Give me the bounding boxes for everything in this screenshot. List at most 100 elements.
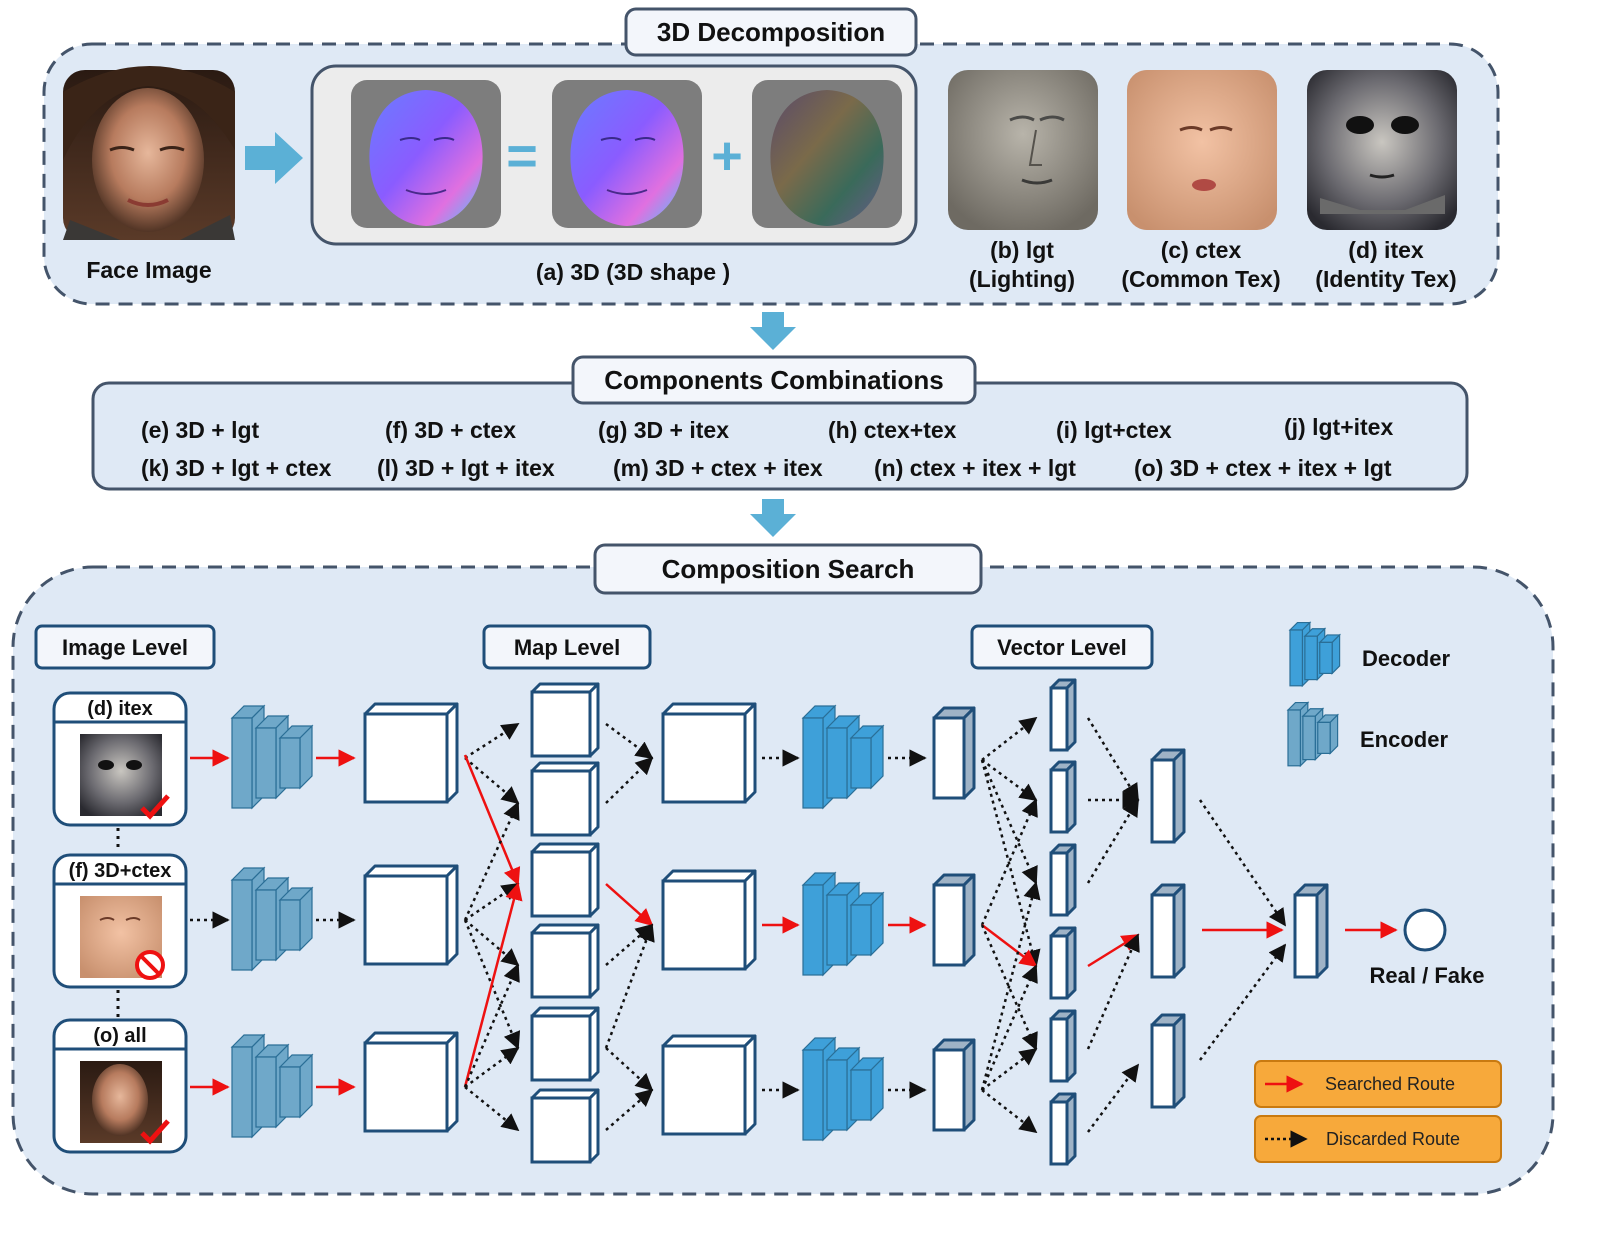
plus-sign: +: [711, 126, 743, 186]
searched-route-arrow: [605, 883, 654, 927]
identity-label-2: (Identity Tex): [1315, 266, 1456, 292]
aggregate-column: [1150, 883, 1186, 979]
vector-column: [1049, 760, 1077, 834]
image-level-box: [34, 624, 216, 670]
face-image: [63, 66, 235, 240]
combo-o: (o) 3D + ctex + itex + lgt: [1134, 455, 1392, 481]
common-texture: [1127, 70, 1277, 230]
encoder-legend-label: Encoder: [1360, 727, 1448, 752]
searched-route-label: Searched Route: [1325, 1074, 1455, 1094]
aggregate-column: [1150, 1013, 1186, 1109]
combo-m: (m) 3D + ctex + itex: [613, 455, 823, 481]
lighting-texture: [948, 70, 1098, 230]
map-level-label: Map Level: [514, 635, 620, 660]
discarded-route-legend: [1254, 1115, 1502, 1163]
search-network: [190, 678, 1398, 1166]
down-arrow-1: [750, 312, 796, 350]
vector-level-box: [970, 624, 1154, 670]
shape-caption: (a) 3D (3D shape ): [536, 259, 730, 285]
discarded-route-arrow: [464, 919, 520, 967]
encoder-block: [230, 866, 314, 972]
identity-label-1: (d) itex: [1348, 237, 1424, 263]
discarded-route-arrow: [981, 758, 1038, 802]
discarded-route-arrow: [463, 963, 520, 1088]
vector-column: [1049, 1009, 1077, 1083]
check-icon: [140, 794, 170, 820]
decoder-block: [801, 704, 885, 810]
input-label-3d-ctex: (f) 3D+ctex: [69, 860, 172, 882]
combo-k: (k) 3D + lgt + ctex: [141, 455, 332, 481]
discarded-route-arrow: [605, 1088, 654, 1131]
input-card-all: [52, 1018, 188, 1154]
discarded-route-arrow: [1086, 798, 1140, 884]
searched-route-arrow: [981, 924, 1038, 968]
shape-normal-map: [351, 80, 501, 228]
shape-residual-map: [752, 80, 902, 228]
equals-sign: =: [506, 126, 538, 186]
discarded-route-arrow: [980, 924, 1038, 1051]
encoder-block: [230, 1033, 314, 1139]
discarded-route-arrow: [980, 798, 1038, 926]
identity-texture: [1307, 70, 1457, 230]
vector-box: [932, 1038, 976, 1132]
face-image-label: Face Image: [86, 257, 211, 283]
discarded-route-label: Discarded Route: [1326, 1129, 1460, 1149]
combo-l: (l) 3D + lgt + itex: [377, 455, 555, 481]
vector-column: [1049, 843, 1077, 917]
down-arrow-2: [750, 499, 796, 537]
discarded-route-arrow: [980, 881, 1041, 1091]
vector-column: [1049, 1092, 1077, 1166]
feature-map-box: [363, 1031, 459, 1133]
encoder-block: [230, 704, 314, 810]
discarded-route-arrow: [981, 716, 1038, 761]
image-level-label: Image Level: [62, 635, 188, 660]
aggregate-column: [1150, 748, 1186, 844]
discarded-route-arrow: [463, 919, 521, 1050]
output-label: Real / Fake: [1370, 963, 1485, 988]
discarded-route-arrow: [1198, 943, 1287, 1061]
searched-route-legend: [1254, 1060, 1502, 1108]
feature-map-box: [363, 864, 459, 966]
discarded-route-arrow: [981, 1047, 1038, 1091]
decoder-block: [1288, 621, 1342, 688]
discarded-route-arrow: [464, 1086, 520, 1132]
discarded-route-arrow: [980, 759, 1038, 885]
input-label-all: (o) all: [93, 1025, 146, 1047]
map-level-merge-box: [661, 702, 757, 804]
combo-j: (j) lgt+itex: [1284, 414, 1393, 440]
decomposition-title: 3D Decomposition: [657, 17, 885, 47]
map-level-merge-box: [661, 1034, 757, 1136]
vector-box: [932, 706, 976, 800]
map-level-box: [530, 923, 600, 999]
final-vector-column: [1293, 883, 1329, 979]
searched-route-arrow: [463, 754, 521, 886]
map-level-merge-box: [661, 869, 757, 971]
combo-h: (h) ctex+tex: [828, 417, 957, 443]
combo-n: (n) ctex + itex + lgt: [874, 455, 1076, 481]
decoder-block: [801, 1036, 885, 1142]
discarded-route-arrow: [464, 757, 520, 805]
combo-f: (f) 3D + ctex: [385, 417, 516, 443]
search-title-box: [593, 543, 983, 595]
lighting-label-1: (b) lgt: [990, 237, 1054, 263]
check-icon: [140, 1119, 170, 1145]
map-level-box: [530, 682, 600, 758]
discarded-route-arrow: [605, 722, 654, 760]
discarded-route-arrow: [1086, 717, 1140, 802]
vector-level-label: Vector Level: [997, 635, 1127, 660]
discarded-route-arrow: [980, 759, 1041, 968]
map-level-box: [530, 842, 600, 918]
combinations-title-box: [571, 355, 977, 405]
lighting-label-2: (Lighting): [969, 266, 1075, 292]
search-title: Composition Search: [662, 554, 915, 584]
combinations-title: Components Combinations: [604, 365, 943, 395]
vector-column: [1049, 678, 1077, 752]
vector-column: [1049, 926, 1077, 1000]
common-label-2: (Common Tex): [1121, 266, 1280, 292]
encoder-block: [1286, 701, 1340, 768]
decoder-block: [801, 871, 885, 977]
output-node: [1403, 908, 1447, 952]
discarded-route-arrow: [981, 1089, 1038, 1134]
decompose-arrow: [245, 132, 303, 184]
input-label-itex: (d) itex: [87, 698, 153, 720]
